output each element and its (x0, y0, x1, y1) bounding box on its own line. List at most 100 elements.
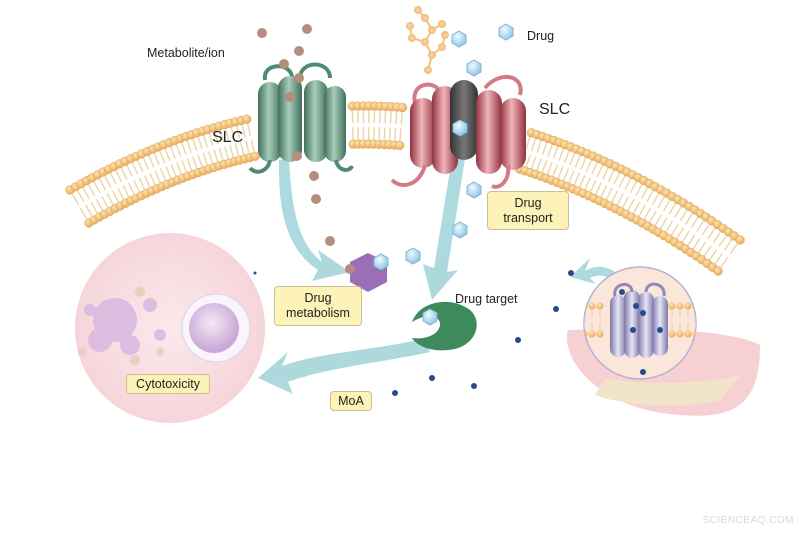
lipid-head (588, 302, 595, 309)
lipid-tail (699, 229, 714, 252)
lipid-tail (591, 166, 603, 191)
lipid-tail (628, 185, 641, 210)
lipid-tail (715, 240, 731, 263)
lipid-head (596, 330, 603, 337)
lipid-head (676, 302, 683, 309)
drug-target (412, 302, 477, 351)
lipid-tail (650, 197, 664, 221)
lipid-tail (374, 111, 375, 139)
metabolite-ion (345, 264, 355, 274)
lipid-tail (116, 171, 128, 196)
lipid-tail (105, 177, 118, 202)
tissue-inset (567, 267, 760, 416)
lipid-tail (384, 112, 385, 140)
lipid-head (242, 115, 251, 124)
dot (640, 369, 646, 375)
drug-molecule (423, 309, 437, 325)
lipid-head (395, 141, 404, 150)
dot (515, 337, 521, 343)
lipid-tail (564, 154, 574, 180)
slc-label-left: SLC (212, 129, 243, 147)
dot (568, 270, 574, 276)
lipid-tail (601, 171, 613, 196)
lipid-tail (575, 158, 586, 184)
metabolite-ion (279, 59, 289, 69)
lipid-tail (122, 168, 134, 193)
lipid-tail (395, 112, 397, 140)
lipid-tail (585, 163, 596, 189)
lipid-tail (100, 179, 113, 204)
drug-molecule (453, 222, 467, 238)
dot (254, 272, 257, 275)
lipid-head (668, 302, 675, 309)
drug-metabolism-box: Drug metabolism (274, 286, 362, 326)
metabolite-ion (257, 28, 267, 38)
lipid-tail (94, 182, 107, 207)
lipid-tail (639, 191, 652, 216)
cytotoxicity-text: Cytotoxicity (136, 377, 200, 392)
moa-box: MoA (330, 391, 372, 411)
dot (619, 289, 625, 295)
drug-molecule (406, 248, 420, 264)
lipid-tail (138, 161, 149, 187)
drug-label: Drug (527, 29, 554, 43)
lipid-head (398, 103, 407, 112)
drug-transport-text: Drug transport (503, 196, 552, 226)
lipid-tail (111, 174, 123, 199)
drug-transport-box: Drug transport (487, 191, 569, 230)
lipid-tail (72, 194, 86, 218)
lipid-tail (149, 156, 160, 182)
lipid-tail (705, 232, 721, 255)
lipid-tail (683, 218, 698, 242)
metabolite-ion (285, 92, 295, 102)
metabolite-ion (302, 24, 312, 34)
lipid-tail (596, 168, 608, 193)
lipid-tail (634, 188, 647, 213)
dot (471, 383, 477, 389)
lipid-head (668, 330, 675, 337)
lipid-head (684, 330, 691, 337)
lipid-tail (623, 182, 636, 207)
lipid-tail (127, 166, 139, 191)
drug-molecule (467, 182, 481, 198)
slc-label-right: SLC (539, 101, 570, 119)
metabolite-ion (325, 236, 335, 246)
lipid-tail (569, 156, 580, 182)
drug-molecule (374, 254, 388, 270)
metabolite-ion (294, 46, 304, 56)
lipid-tail (612, 176, 624, 201)
drug-molecule (452, 31, 466, 47)
lipid-tail (352, 111, 353, 139)
metabolite-ion (309, 171, 319, 181)
lipid-tail (661, 204, 675, 228)
drug-metabolism-text: Drug metabolism (286, 291, 350, 321)
metabolite-ion (292, 151, 302, 161)
lipid-tail (144, 158, 155, 184)
arrow-moa (258, 338, 430, 394)
watermark: SCIENCEAQ.COM (702, 515, 794, 526)
lipid-head (736, 236, 745, 245)
lipid-tail (160, 152, 170, 178)
dot (429, 375, 435, 381)
lipid-tail (133, 163, 145, 188)
metabolite-ion-label: Metabolite/ion (147, 46, 225, 60)
lipid-tail (580, 161, 591, 187)
lipid-tail (155, 154, 166, 180)
lipid-tail (656, 201, 670, 225)
lipid-tail (248, 124, 254, 151)
lipid-head (588, 330, 595, 337)
lipid-head (714, 267, 723, 276)
cytotoxicity-cell (75, 233, 265, 423)
lipid-head (251, 152, 260, 161)
lipid-tail (607, 174, 619, 199)
lipid-head (596, 302, 603, 309)
dot (630, 327, 636, 333)
lipid-tail (677, 214, 692, 238)
cytotoxicity-box: Cytotoxicity (126, 374, 210, 394)
drug-molecule (467, 60, 481, 76)
lipid-tail (645, 194, 659, 218)
dot (553, 306, 559, 312)
lipid-tail (710, 236, 726, 259)
lipid-tail (242, 125, 248, 152)
